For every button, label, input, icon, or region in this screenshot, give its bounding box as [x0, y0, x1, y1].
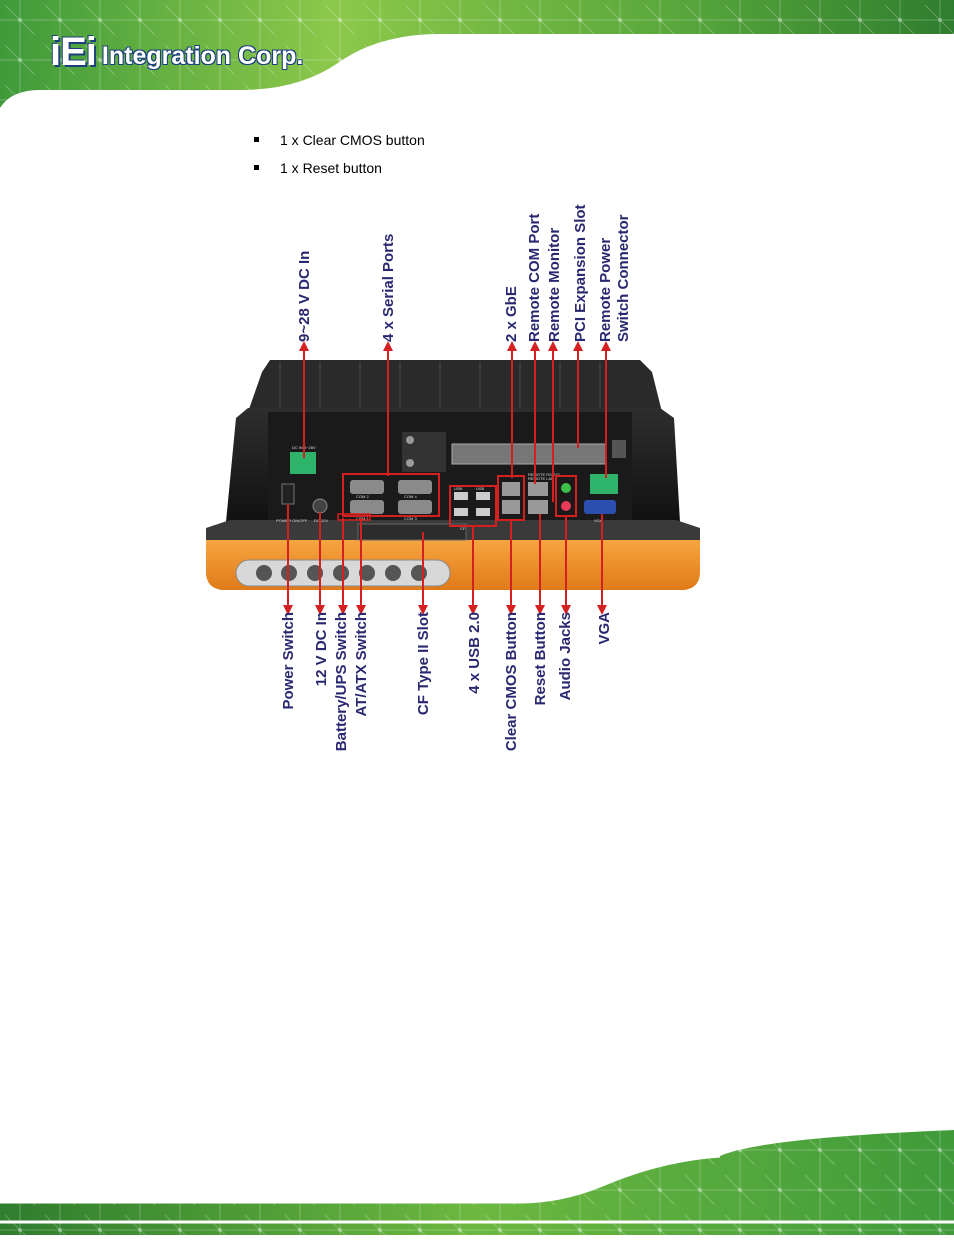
- label-gbe: 2 x GbE: [503, 286, 520, 342]
- power-switch: [281, 483, 295, 505]
- pci-slot: [451, 443, 607, 465]
- panel-label-cf: CF: [460, 526, 466, 531]
- panel-label-remote-lan: REMOTE LAN: [528, 476, 554, 481]
- top-labels: 9~28 V DC In 4 x Serial Ports 2 x GbE Re…: [296, 204, 632, 342]
- panel-label-com4: COM 4: [404, 494, 417, 499]
- chassis: [206, 360, 700, 590]
- logo-text: Integration Corp.: [101, 42, 304, 70]
- panel-ports: DC IN 9~28V COM 2 COM 4 COM 1 COM 3 POWE…: [276, 432, 626, 541]
- label-remote-com-port: Remote COM Port: [526, 214, 543, 342]
- panel-label-usb-b: USB: [476, 486, 485, 491]
- label-power-switch: Power Switch: [280, 612, 297, 710]
- label-clear-cmos-button: Clear CMOS Button: [503, 612, 520, 751]
- bottom-arrows: [283, 504, 607, 615]
- bullet-list: 1 x Clear CMOS button 1 x Reset button: [252, 130, 425, 186]
- panel-label-remote-rs232: REMOTE RS-232: [528, 472, 561, 477]
- header-banner: [0, 0, 954, 118]
- label-reset-button: Reset Button: [532, 612, 549, 705]
- panel-label-power: POWER ON/OFF: [276, 518, 308, 523]
- panel-label-dc12: DC 12V: [314, 518, 328, 523]
- bottom-labels: Power Switch 12 V DC In Battery/UPS Swit…: [280, 612, 613, 751]
- bullet-text: 1 x Reset button: [280, 160, 382, 176]
- rear-panel-diagram: DC IN 9~28V COM 2 COM 4 COM 1 COM 3 POWE…: [206, 204, 700, 751]
- dc12-jack: [312, 498, 328, 514]
- label-audio-jacks: Audio Jacks: [557, 612, 574, 700]
- bullet-text: 1 x Clear CMOS button: [280, 132, 425, 148]
- product-figure: DC IN 9~28V COM 2 COM 4 COM 1 COM 3 POWE…: [206, 204, 700, 751]
- chassis-top: [248, 360, 662, 412]
- label-serial-ports: 4 x Serial Ports: [380, 234, 397, 342]
- top-arrows: [299, 341, 611, 502]
- logo-mark: iEi: [50, 30, 97, 74]
- company-logo: iEi Integration Corp.: [50, 30, 303, 74]
- remote-monitor-port: [528, 500, 548, 514]
- panel-label-vga: VGA: [594, 518, 603, 523]
- panel-label-com3: COM 3: [404, 516, 417, 521]
- bullet-marker: [254, 165, 259, 170]
- panel-label-com1: COM 1: [356, 516, 369, 521]
- footer-banner: [0, 1130, 954, 1235]
- label-battery-ups-switch: Battery/UPS Switch: [333, 612, 350, 751]
- cf-slot: [357, 523, 467, 541]
- bullet-item: 1 x Reset button: [252, 158, 425, 186]
- label-at-atx-switch: AT/ATX Switch: [353, 612, 370, 716]
- label-cf-slot: CF Type II Slot: [415, 612, 432, 715]
- label-pci-expansion-slot: PCI Expansion Slot: [572, 204, 589, 342]
- dc-in-connector: [290, 452, 316, 474]
- label-dc-in-9-28v: 9~28 V DC In: [296, 251, 313, 342]
- remote-power-connector: [590, 474, 618, 494]
- panel-label-com2: COM 2: [356, 494, 369, 499]
- label-remote-power: Remote Power: [597, 238, 614, 342]
- label-remote-monitor: Remote Monitor: [546, 228, 563, 342]
- page-footer: [0, 1130, 954, 1235]
- panel-label-usb-a: USB: [454, 486, 463, 491]
- label-usb: 4 x USB 2.0: [466, 612, 483, 694]
- label-dc-in-12v: 12 V DC In: [313, 612, 330, 686]
- serial-ports-box: [342, 473, 440, 517]
- bullet-item: 1 x Clear CMOS button: [252, 130, 425, 158]
- page-header: iEi Integration Corp.: [0, 0, 954, 118]
- label-vga: VGA: [596, 612, 613, 645]
- remote-com-port: [528, 482, 548, 496]
- bullet-marker: [254, 137, 259, 142]
- label-switch-connector: Switch Connector: [615, 214, 632, 342]
- vga-port: [584, 500, 616, 514]
